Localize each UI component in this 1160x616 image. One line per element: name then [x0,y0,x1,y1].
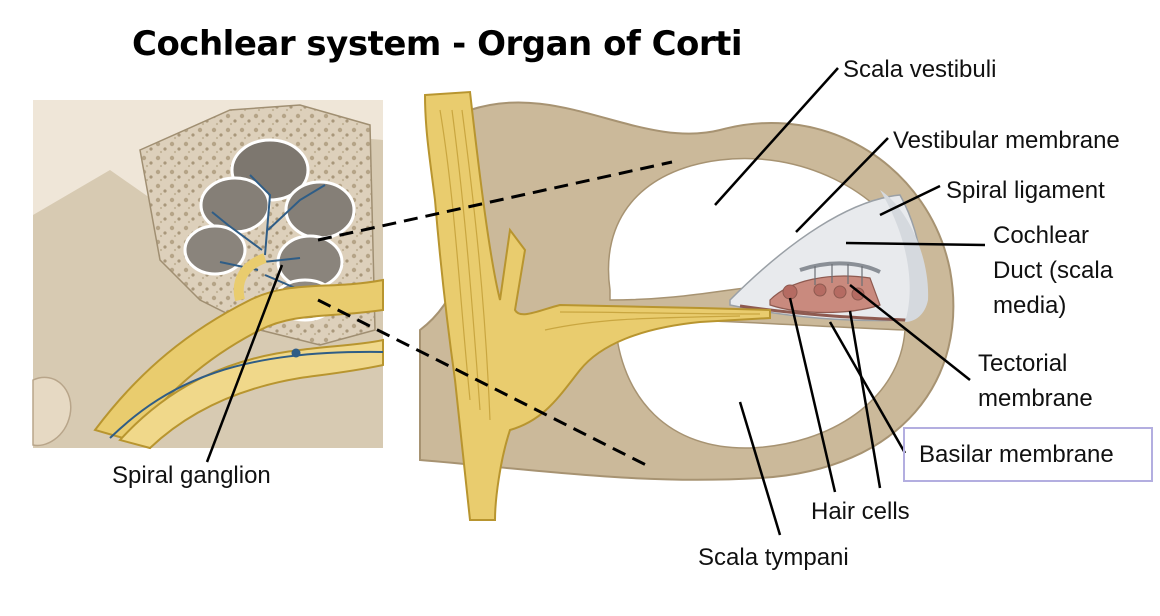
label-spiral-ganglion: Spiral ganglion [112,462,271,489]
label-basilar-membrane: Basilar membrane [919,440,1114,468]
label-cochlear-duct-line-2: Duct (scala [993,257,1114,284]
cochlear-nerve [423,90,771,521]
label-spiral-ligament: Spiral ligament [946,177,1105,204]
organ-of-corti [769,261,881,314]
label-tectorial-membrane-line-2: membrane [978,385,1093,412]
label-vestibular-membrane: Vestibular membrane [893,127,1120,154]
zoom-guide-lines [317,160,673,470]
label-hair-cells: Hair cells [811,498,910,525]
label-tectorial-membrane: Tectorial membrane [978,346,1128,416]
label-tectorial-membrane-line-1: Tectorial [978,350,1068,377]
label-cochlear-duct-line-3: media) [993,292,1067,319]
cochlea-inset-illustration [32,100,384,450]
label-cochlear-duct: Cochlear Duct (scala media) [993,218,1153,323]
leader-lines [205,67,986,536]
label-cochlear-duct-line-1: Cochlear [993,222,1090,249]
label-scala-vestibuli: Scala vestibuli [843,56,997,83]
diagram-title: Cochlear system - Organ of Corti [132,24,743,64]
label-scala-tympani: Scala tympani [698,544,849,571]
label-basilar-membrane-box: Basilar membrane [903,427,1153,482]
